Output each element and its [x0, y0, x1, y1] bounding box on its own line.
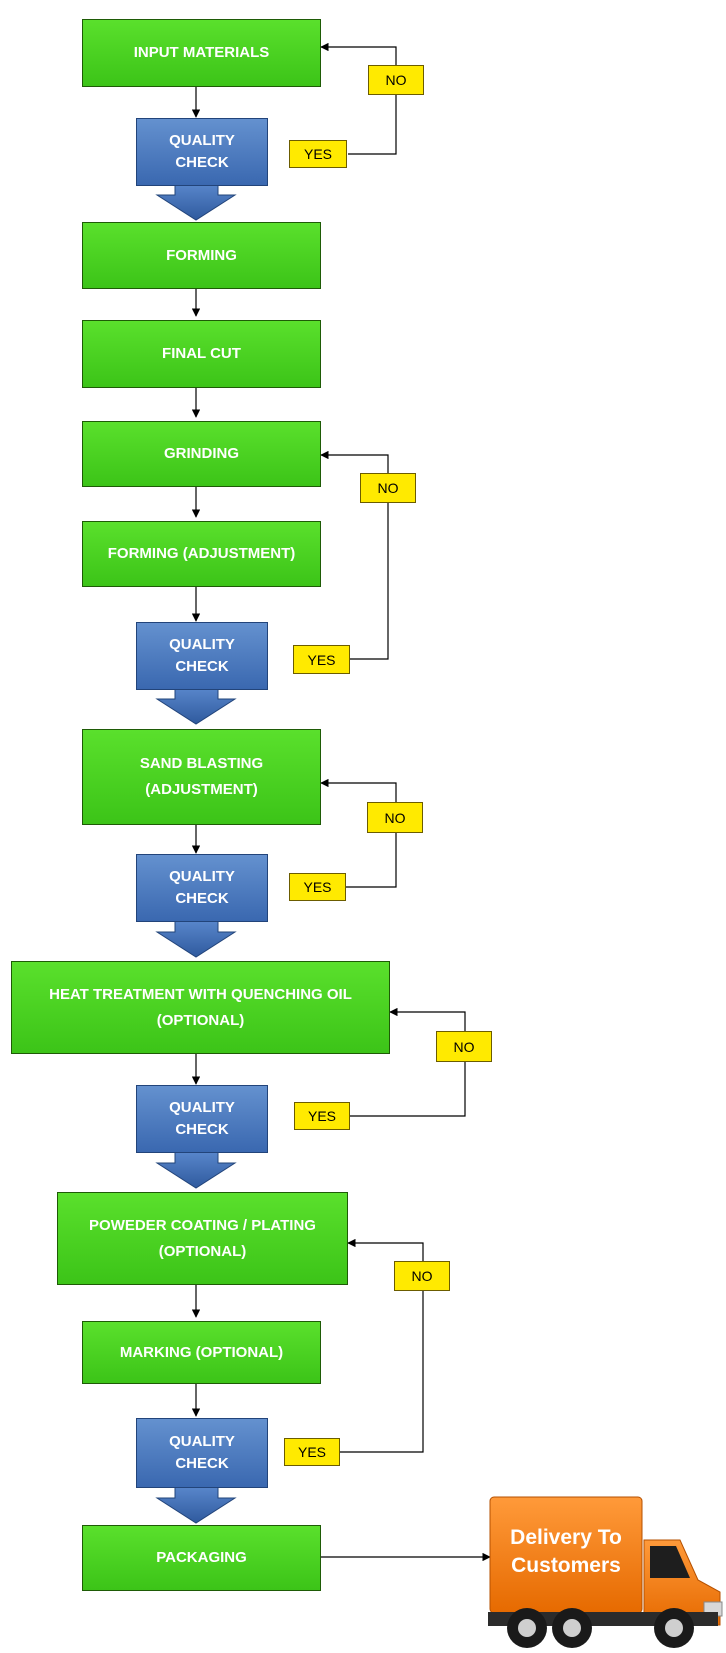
delivery-line-2: Customers	[511, 1554, 621, 1577]
qc-arrow-3	[155, 916, 237, 958]
no-label-1: NO	[368, 65, 424, 95]
quality-check-4: QUALITY CHECK	[136, 1085, 268, 1153]
quality-check-2: QUALITY CHECK	[136, 622, 268, 690]
step-heat-treatment: HEAT TREATMENT WITH QUENCHING OIL (OPTIO…	[11, 961, 390, 1054]
yes-label-1: YES	[289, 140, 347, 168]
qc-arrow-4	[155, 1147, 237, 1189]
step-powder-coating: POWEDER COATING / PLATING (OPTIONAL)	[57, 1192, 348, 1285]
yes-label-2: YES	[293, 645, 350, 674]
quality-check-1: QUALITY CHECK	[136, 118, 268, 186]
truck-wheel	[552, 1608, 592, 1648]
no-label-5: NO	[394, 1261, 450, 1291]
delivery-line-1: Delivery To	[510, 1526, 622, 1549]
truck-wheel	[507, 1608, 547, 1648]
quality-check-3: QUALITY CHECK	[136, 854, 268, 922]
yes-label-4: YES	[294, 1102, 350, 1130]
quality-check-5: QUALITY CHECK	[136, 1418, 268, 1488]
delivery-truck	[488, 1496, 723, 1648]
qc-arrow-2	[155, 683, 237, 725]
no-label-2: NO	[360, 473, 416, 503]
no-label-4: NO	[436, 1031, 492, 1062]
yes-label-3: YES	[289, 873, 346, 901]
step-packaging: PACKAGING	[82, 1525, 321, 1591]
step-forming: FORMING	[82, 222, 321, 289]
feedback-loops	[320, 42, 491, 1562]
step-forming-adjustment: FORMING (ADJUSTMENT)	[82, 521, 321, 587]
step-input-materials: INPUT MATERIALS	[82, 19, 321, 87]
step-marking: MARKING (OPTIONAL)	[82, 1321, 321, 1384]
delivery-label: Delivery To Customers	[491, 1524, 641, 1580]
truck-wheel	[654, 1608, 694, 1648]
step-sand-blasting: SAND BLASTING (ADJUSTMENT)	[82, 729, 321, 825]
step-final-cut: FINAL CUT	[82, 320, 321, 388]
yes-label-5: YES	[284, 1438, 340, 1466]
no-label-3: NO	[367, 802, 423, 833]
qc-arrow-1	[155, 179, 237, 221]
step-grinding: GRINDING	[82, 421, 321, 487]
qc-arrow-5	[155, 1482, 237, 1524]
